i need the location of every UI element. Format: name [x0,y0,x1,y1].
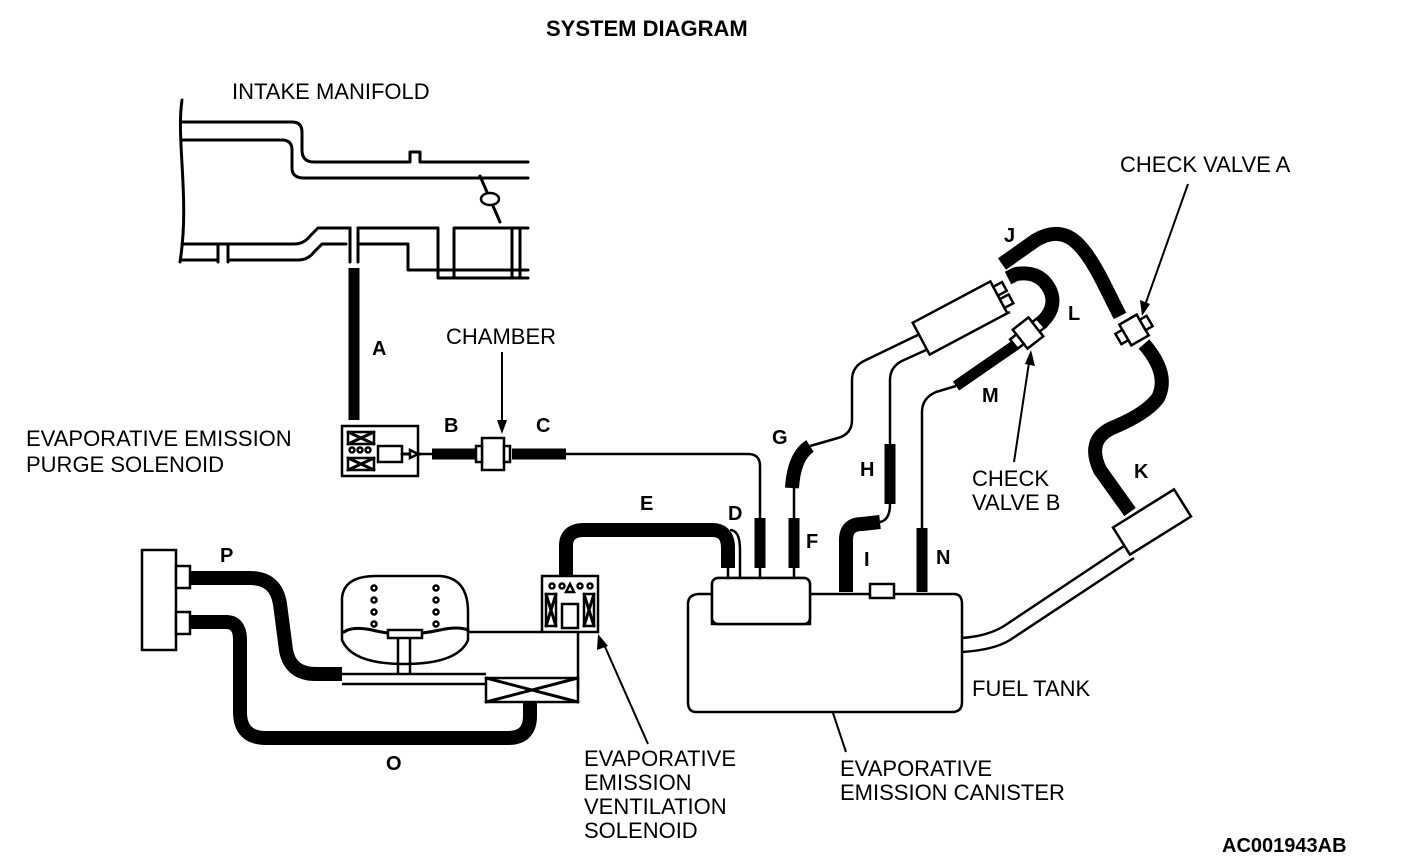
chamber-label: CHAMBER [446,324,556,349]
vent-solenoid-label-line2: EMISSION [584,770,692,795]
check-valve-a [1113,312,1155,348]
air-filter [140,548,192,652]
vent-filter [484,676,580,704]
hose-g [785,440,815,489]
hose-k [1088,339,1169,517]
fuel-tank [686,576,964,714]
vent-solenoid-label-line3: VENTILATION [584,794,727,819]
hose-o-letter: O [386,753,402,775]
hose-p-letter: P [220,545,233,567]
hose-k-letter: K [1134,461,1149,483]
check-valve-b-label-line1: CHECK [972,466,1049,491]
separator-tank [340,574,470,674]
hose-m-letter: M [982,385,999,407]
hose-h-letter: H [860,459,874,481]
check-valve-b [1008,315,1048,351]
hose-j-letter: J [1004,225,1015,247]
hose-g-letter: G [772,427,788,449]
intake-manifold-label: INTAKE MANIFOLD [232,79,430,104]
hose-a-letter: A [372,338,386,360]
hose-f-letter: F [806,531,818,553]
hose-e-letter: E [640,493,653,515]
hose-j [997,227,1127,320]
check-valve-a-label: CHECK VALVE A [1120,152,1291,177]
two-way-valve [911,279,1016,357]
purge-solenoid-label-line2: PURGE SOLENOID [26,452,224,477]
diagram-title: SYSTEM DIAGRAM [546,16,748,41]
hose-e [559,523,735,576]
throttle-valve [478,174,502,224]
vent-solenoid-label-line4: SOLENOID [584,818,698,843]
canister-label-line1: EVAPORATIVE [840,756,992,781]
figure-code: AC001943AB [1222,835,1347,857]
hose-o [190,615,537,745]
hose-p [190,571,342,681]
fuel-tank-label: FUEL TANK [972,676,1091,701]
purge-solenoid-label-line1: EVAPORATIVE EMISSION [26,426,292,451]
check-valve-b-label-line2: VALVE B [972,490,1060,515]
hose-i [839,515,881,592]
hose-b-letter: B [444,415,458,437]
hose-m [952,341,1018,391]
hose-l [1004,266,1060,330]
hose-n-letter: N [936,547,950,569]
hose-i-letter: I [864,549,870,571]
hose-l-letter: L [1068,303,1080,325]
intake-manifold: INTAKE MANIFOLD [178,79,530,280]
vent-solenoid [540,574,600,634]
filler-neck [961,487,1193,654]
purge-solenoid [340,424,422,478]
vent-solenoid-label-line1: EVAPORATIVE [584,746,736,771]
hose-c-letter: C [536,415,550,437]
canister-label-line2: EMISSION CANISTER [840,780,1065,805]
hose-d-letter: D [728,503,742,525]
chamber [474,436,512,472]
